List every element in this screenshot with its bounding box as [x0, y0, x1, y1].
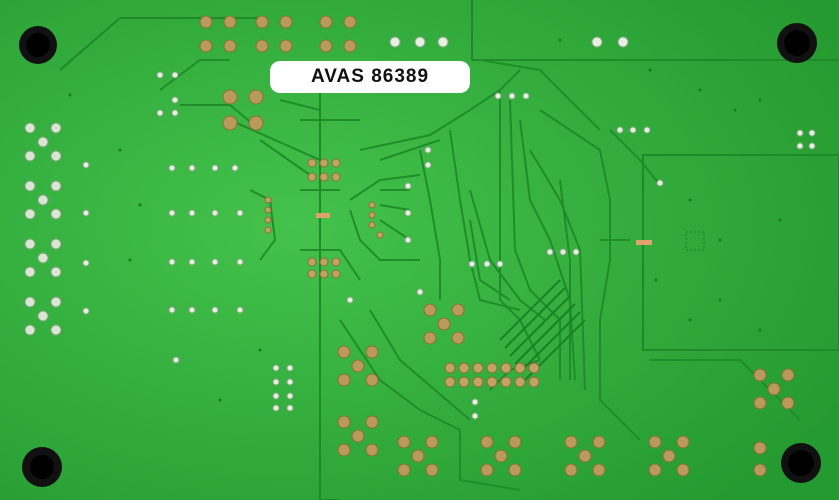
smd-markers [316, 213, 652, 245]
left-pad-grid [24, 122, 62, 336]
header-pads [264, 158, 540, 388]
mounting-holes [19, 23, 821, 487]
plane-split-lines [59, 0, 839, 500]
vias [82, 36, 816, 420]
board-label: AVAS 86389 [270, 61, 470, 93]
dot-grid [685, 231, 705, 251]
copper-pads [199, 15, 795, 477]
test-points [68, 38, 782, 402]
